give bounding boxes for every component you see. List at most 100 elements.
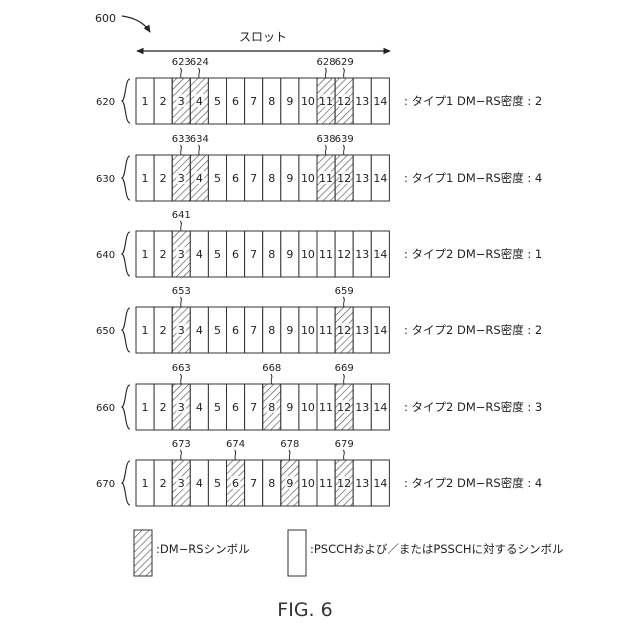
row-ref-label: 630 xyxy=(96,174,115,185)
symbol-number: 8 xyxy=(268,248,275,261)
symbol-number: 11 xyxy=(319,248,333,261)
symbol-number: 11 xyxy=(319,401,333,414)
symbol-number: 2 xyxy=(160,172,167,185)
callout-leader xyxy=(343,145,344,155)
callout-label-659: 659 xyxy=(335,286,354,297)
callout-label-639: 639 xyxy=(335,134,354,145)
symbol-number: 9 xyxy=(286,324,293,337)
symbol-number: 9 xyxy=(286,172,293,185)
callout-label-673: 673 xyxy=(172,439,191,450)
symbol-number: 12 xyxy=(337,172,351,185)
symbol-number: 2 xyxy=(160,477,167,490)
symbol-number: 5 xyxy=(214,401,221,414)
legend: :DM−RSシンボル :PSCCHおよび／またはPSSCHに対するシンボル xyxy=(134,530,564,576)
symbol-number: 4 xyxy=(196,248,203,261)
symbol-number: 3 xyxy=(178,172,185,185)
symbol-number: 10 xyxy=(301,401,315,414)
symbol-number: 2 xyxy=(160,95,167,108)
symbol-number: 6 xyxy=(232,172,239,185)
symbol-number: 7 xyxy=(250,477,257,490)
symbol-number: 7 xyxy=(250,324,257,337)
symbol-number: 13 xyxy=(355,324,369,337)
row-ref-label: 640 xyxy=(96,250,115,261)
symbol-number: 14 xyxy=(373,324,387,337)
symbol-number: 8 xyxy=(268,477,275,490)
symbol-number: 11 xyxy=(319,172,333,185)
callout-label-679: 679 xyxy=(335,439,354,450)
slot-rows: 6201234567891011121314: タイプ1 DM−RS密度 : 2… xyxy=(96,57,542,506)
symbol-number: 13 xyxy=(355,401,369,414)
symbol-number: 5 xyxy=(214,95,221,108)
symbol-number: 5 xyxy=(214,172,221,185)
symbol-number: 10 xyxy=(301,324,315,337)
symbol-number: 14 xyxy=(373,477,387,490)
legend-dmrs-swatch xyxy=(134,530,152,576)
symbol-number: 9 xyxy=(286,95,293,108)
callout-label-629: 629 xyxy=(335,57,354,68)
symbol-number: 14 xyxy=(373,172,387,185)
callout-leader xyxy=(325,68,326,78)
row-ref-label: 620 xyxy=(96,97,115,108)
symbol-number: 3 xyxy=(178,324,185,337)
symbol-number: 10 xyxy=(301,248,315,261)
callout-label-633: 633 xyxy=(172,134,191,145)
slot-row-670: 6701234567891011121314: タイプ2 DM−RS密度 : 4… xyxy=(96,439,542,506)
callout-leader xyxy=(343,374,344,384)
symbol-number: 9 xyxy=(286,248,293,261)
symbol-number: 9 xyxy=(286,401,293,414)
legend-dmrs-label: :DM−RSシンボル xyxy=(156,542,250,556)
symbol-number: 1 xyxy=(142,324,149,337)
callout-label-628: 628 xyxy=(317,57,336,68)
symbol-number: 3 xyxy=(178,477,185,490)
legend-pscch-swatch xyxy=(288,530,306,576)
callout-leader xyxy=(343,297,344,307)
callout-label-663: 663 xyxy=(172,363,191,374)
symbol-number: 11 xyxy=(319,95,333,108)
symbol-number: 13 xyxy=(355,95,369,108)
symbol-number: 13 xyxy=(355,477,369,490)
symbol-number: 7 xyxy=(250,248,257,261)
symbol-number: 8 xyxy=(268,172,275,185)
row-brace xyxy=(122,308,130,352)
symbol-number: 12 xyxy=(337,401,351,414)
symbol-number: 11 xyxy=(319,477,333,490)
callout-leader xyxy=(180,450,181,460)
slot-row-640: 6401234567891011121314: タイプ2 DM−RS密度 : 1… xyxy=(96,210,542,277)
callout-leader xyxy=(271,374,272,384)
symbol-number: 4 xyxy=(196,477,203,490)
figure-caption: FIG. 6 xyxy=(277,599,332,621)
slot-row-630: 6301234567891011121314: タイプ1 DM−RS密度 : 4… xyxy=(96,134,542,201)
symbol-number: 6 xyxy=(232,401,239,414)
callout-label-634: 634 xyxy=(190,134,209,145)
symbol-number: 7 xyxy=(250,95,257,108)
callout-leader xyxy=(289,450,290,460)
symbol-number: 7 xyxy=(250,401,257,414)
row-description: : タイプ2 DM−RS密度 : 4 xyxy=(404,476,542,490)
row-ref-label: 660 xyxy=(96,403,115,414)
row-ref-label: 650 xyxy=(96,326,115,337)
callout-leader xyxy=(198,145,199,155)
row-description: : タイプ1 DM−RS密度 : 4 xyxy=(404,171,542,185)
row-description: : タイプ2 DM−RS密度 : 2 xyxy=(404,323,542,337)
symbol-number: 4 xyxy=(196,95,203,108)
symbol-number: 5 xyxy=(214,324,221,337)
row-ref-label: 670 xyxy=(96,479,115,490)
symbol-number: 4 xyxy=(196,401,203,414)
symbol-number: 12 xyxy=(337,248,351,261)
row-brace xyxy=(122,385,130,429)
symbol-number: 10 xyxy=(301,477,315,490)
symbol-number: 3 xyxy=(178,95,185,108)
callout-leader xyxy=(198,68,199,78)
callout-leader xyxy=(325,145,326,155)
symbol-number: 6 xyxy=(232,95,239,108)
callout-label-638: 638 xyxy=(317,134,336,145)
callout-leader xyxy=(180,145,181,155)
symbol-number: 2 xyxy=(160,248,167,261)
symbol-number: 14 xyxy=(373,248,387,261)
callout-leader xyxy=(343,68,344,78)
symbol-number: 6 xyxy=(232,324,239,337)
callout-label-623: 623 xyxy=(172,57,191,68)
symbol-number: 8 xyxy=(268,324,275,337)
symbol-number: 4 xyxy=(196,324,203,337)
